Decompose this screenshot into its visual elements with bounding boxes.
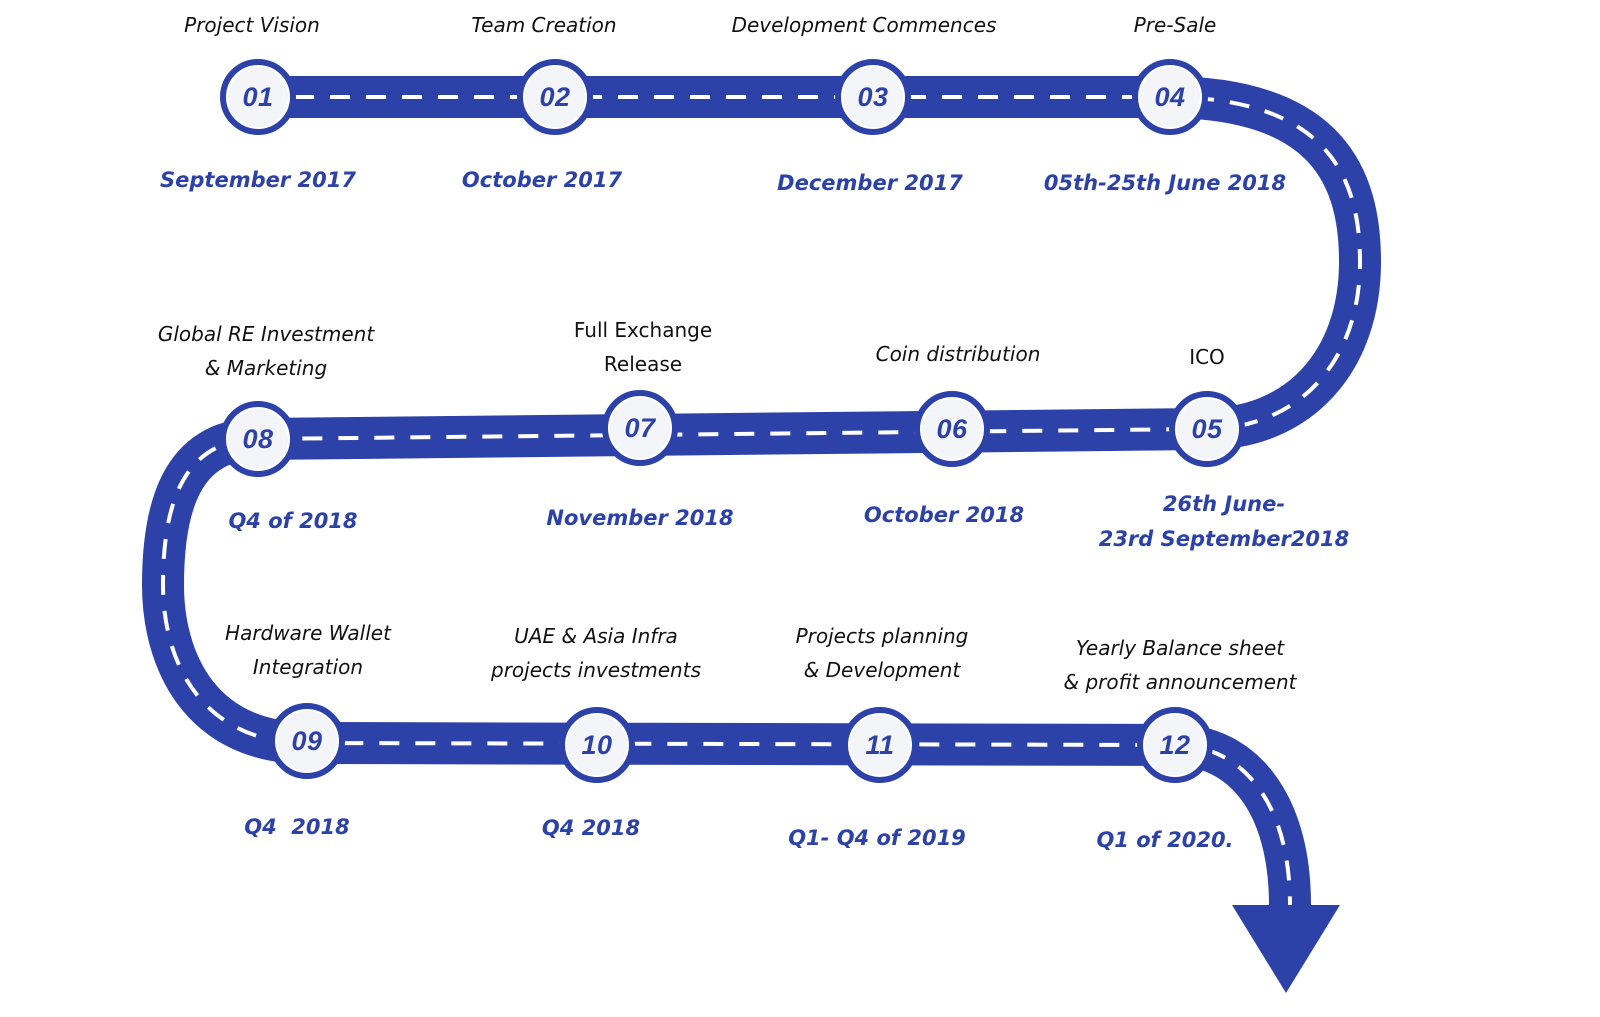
milestone-node: 03 xyxy=(835,59,911,135)
milestone-date: Q4 2018 xyxy=(541,816,641,840)
milestone-date: Q1 of 2020. xyxy=(1096,828,1234,852)
milestone-node: 08 xyxy=(220,401,296,477)
milestone-title: Project Vision xyxy=(184,13,320,37)
milestone-date: 26th June- 23rd September2018 xyxy=(1098,492,1350,551)
milestone-node: 04 xyxy=(1132,59,1208,135)
milestone-title: Team Creation xyxy=(471,13,617,37)
milestone-number: 07 xyxy=(624,412,656,443)
milestone-number: 12 xyxy=(1159,729,1191,760)
milestone-date: December 2017 xyxy=(777,171,963,195)
milestone-number: 11 xyxy=(865,729,895,760)
milestone-title: Global RE Investment & Marketing xyxy=(157,322,375,380)
milestone-node: 02 xyxy=(517,59,593,135)
milestone-number: 05 xyxy=(1191,413,1223,444)
milestone-node: 01 xyxy=(220,59,296,135)
milestone-date: Q4 2018 xyxy=(244,815,350,839)
milestone-title: Coin distribution xyxy=(875,342,1041,366)
milestone-title: Hardware Wallet Integration xyxy=(225,621,391,679)
milestone-date: October 2018 xyxy=(863,503,1025,527)
milestone-node: 05 xyxy=(1169,391,1245,467)
milestone-title: ICO xyxy=(1189,345,1225,369)
milestone-date: October 2017 xyxy=(461,168,623,192)
milestone-node: 09 xyxy=(269,703,345,779)
milestone-date: 05th-25th June 2018 xyxy=(1043,171,1287,195)
milestone-number: 03 xyxy=(857,81,889,112)
milestone-number: 02 xyxy=(539,81,571,112)
milestone-number: 09 xyxy=(291,725,323,756)
milestone-node: 12 xyxy=(1137,707,1213,783)
milestone-number: 10 xyxy=(581,729,613,760)
milestone-node: 10 xyxy=(559,707,635,783)
milestone-date: Q1- Q4 of 2019 xyxy=(788,826,966,850)
milestone-node: 11 xyxy=(842,707,918,783)
milestone-title: UAE & Asia Infra projects investments xyxy=(491,624,701,682)
milestone-node: 07 xyxy=(602,390,678,466)
end-arrow-icon xyxy=(1232,905,1340,993)
milestone-date: Q4 of 2018 xyxy=(228,509,358,533)
milestone-title: Yearly Balance sheet & profit announceme… xyxy=(1063,636,1297,694)
milestone-title: Full Exchange Release xyxy=(573,318,713,376)
milestone-number: 08 xyxy=(242,423,274,454)
milestone-date: September 2017 xyxy=(160,168,356,192)
milestone-number: 04 xyxy=(1154,81,1186,112)
milestone-title: Pre-Sale xyxy=(1133,13,1217,37)
milestone-number: 01 xyxy=(242,81,274,112)
milestone-title: Projects planning & Development xyxy=(795,624,969,682)
milestone-node: 06 xyxy=(914,391,990,467)
milestone-number: 06 xyxy=(936,413,968,444)
milestone-date: November 2018 xyxy=(546,506,734,530)
milestone-title: Development Commences xyxy=(731,13,997,37)
